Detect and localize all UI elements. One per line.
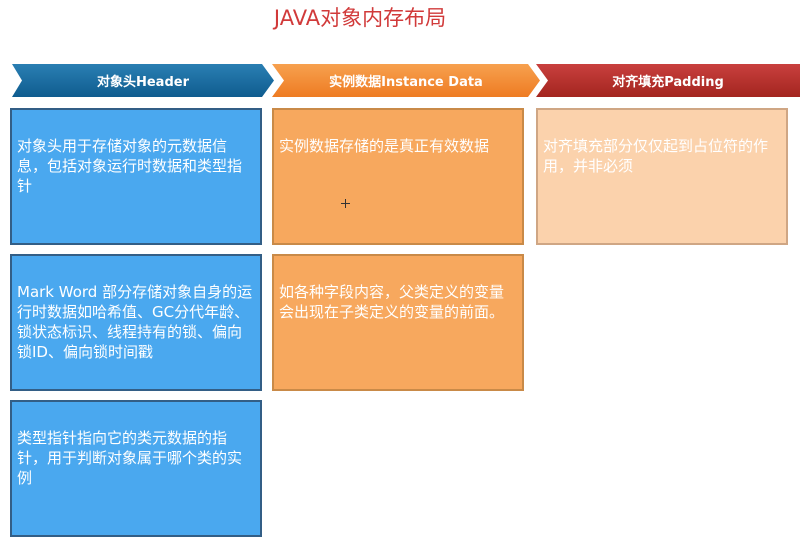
- type-pointer-text: 类型指针指向它的类元数据的指针，用于判断对象属于哪个类的实例: [17, 429, 243, 487]
- header-padding: 对齐填充Padding: [536, 64, 800, 97]
- object-header-description-box: 对象头用于存储对象的元数据信息，包括对象运行时数据和类型指针: [10, 108, 262, 245]
- header-object-header: 对象头Header: [12, 64, 274, 97]
- crosshair-cursor-icon: [341, 199, 350, 208]
- padding-description-box: 对齐填充部分仅仅起到占位符的作用，并非必须: [536, 108, 788, 245]
- header-instance-data: 实例数据Instance Data: [272, 64, 540, 97]
- object-header-description-text: 对象头用于存储对象的元数据信息，包括对象运行时数据和类型指针: [17, 137, 243, 195]
- diagram-title: JAVA对象内存布局: [273, 6, 447, 30]
- instance-data-description-box: 实例数据存储的是真正有效数据: [272, 108, 524, 245]
- mark-word-text: Mark Word 部分存储对象自身的运行时数据如哈希值、GC分代年龄、锁状态标…: [17, 283, 253, 361]
- field-order-box: 如各种字段内容，父类定义的变量会出现在子类定义的变量的前面。: [272, 254, 524, 391]
- padding-description-text: 对齐填充部分仅仅起到占位符的作用，并非必须: [543, 137, 769, 175]
- mark-word-box: Mark Word 部分存储对象自身的运行时数据如哈希值、GC分代年龄、锁状态标…: [10, 254, 262, 391]
- type-pointer-box: 类型指针指向它的类元数据的指针，用于判断对象属于哪个类的实例: [10, 400, 262, 537]
- instance-data-description-text: 实例数据存储的是真正有效数据: [279, 137, 490, 155]
- field-order-text: 如各种字段内容，父类定义的变量会出现在子类定义的变量的前面。: [279, 283, 505, 321]
